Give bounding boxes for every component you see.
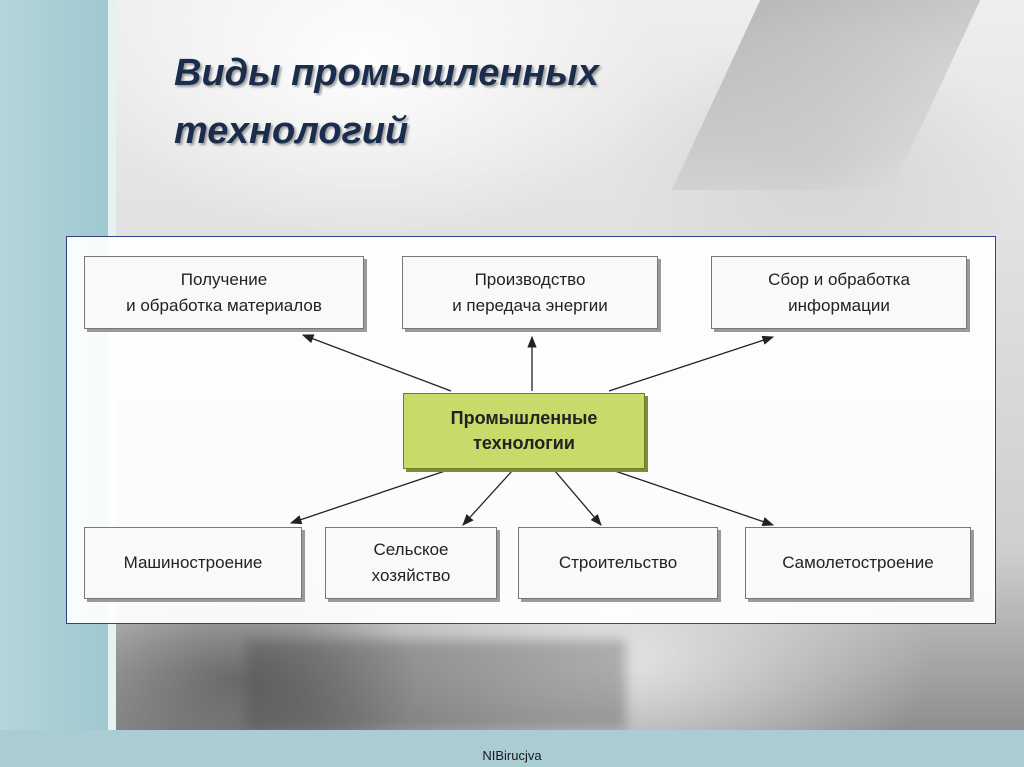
box-aircraft-building-line1: Самолетостроение [782, 553, 934, 572]
box-information-line2: информации [788, 295, 890, 315]
arrow-to-aircraft-building [614, 470, 775, 527]
arrow-to-materials [301, 334, 452, 392]
arrow-to-agriculture [462, 470, 513, 526]
box-aircraft-building: Самолетостроение [745, 527, 971, 599]
box-information: Сбор и обработка информации [711, 256, 967, 329]
box-agriculture-line2: хозяйство [371, 566, 451, 585]
arrow-to-information [608, 335, 775, 392]
box-materials: Получение и обработка материалов [84, 256, 364, 329]
center-box-industrial-technologies: Промышленные технологии [403, 393, 645, 469]
bottom-bar [0, 730, 1024, 767]
box-machine-building-line1: Машиностроение [123, 553, 263, 572]
slide-title: Виды промышленных технологий [174, 44, 734, 160]
center-box-line1: Промышленные [450, 408, 598, 428]
box-construction: Строительство [518, 527, 718, 599]
box-energy: Производство и передача энергии [402, 256, 658, 329]
box-materials-line2: и обработка материалов [126, 295, 322, 315]
center-box-line2: технологии [473, 433, 575, 453]
slide-title-line1: Виды промышленных [174, 52, 599, 94]
box-information-line1: Сбор и обработка [768, 269, 910, 289]
box-construction-line1: Строительство [558, 553, 678, 572]
slide-title-line2: технологий [174, 110, 409, 152]
box-energy-line1: Производство [474, 269, 586, 289]
diagram-frame: Получение и обработка материалов Произво… [66, 236, 996, 624]
box-agriculture: Сельское хозяйство [325, 527, 497, 599]
arrow-to-machine-building [289, 470, 446, 525]
footer-author: NIBirucjva [482, 748, 542, 763]
box-agriculture-line1: Сельское [373, 540, 449, 559]
diagram-arrows [289, 334, 775, 527]
arrow-to-construction [554, 470, 602, 526]
background-photo-shadow [246, 640, 626, 730]
box-machine-building: Машиностроение [84, 527, 302, 599]
box-materials-line1: Получение [180, 269, 268, 289]
box-energy-line2: и передача энергии [452, 295, 608, 315]
